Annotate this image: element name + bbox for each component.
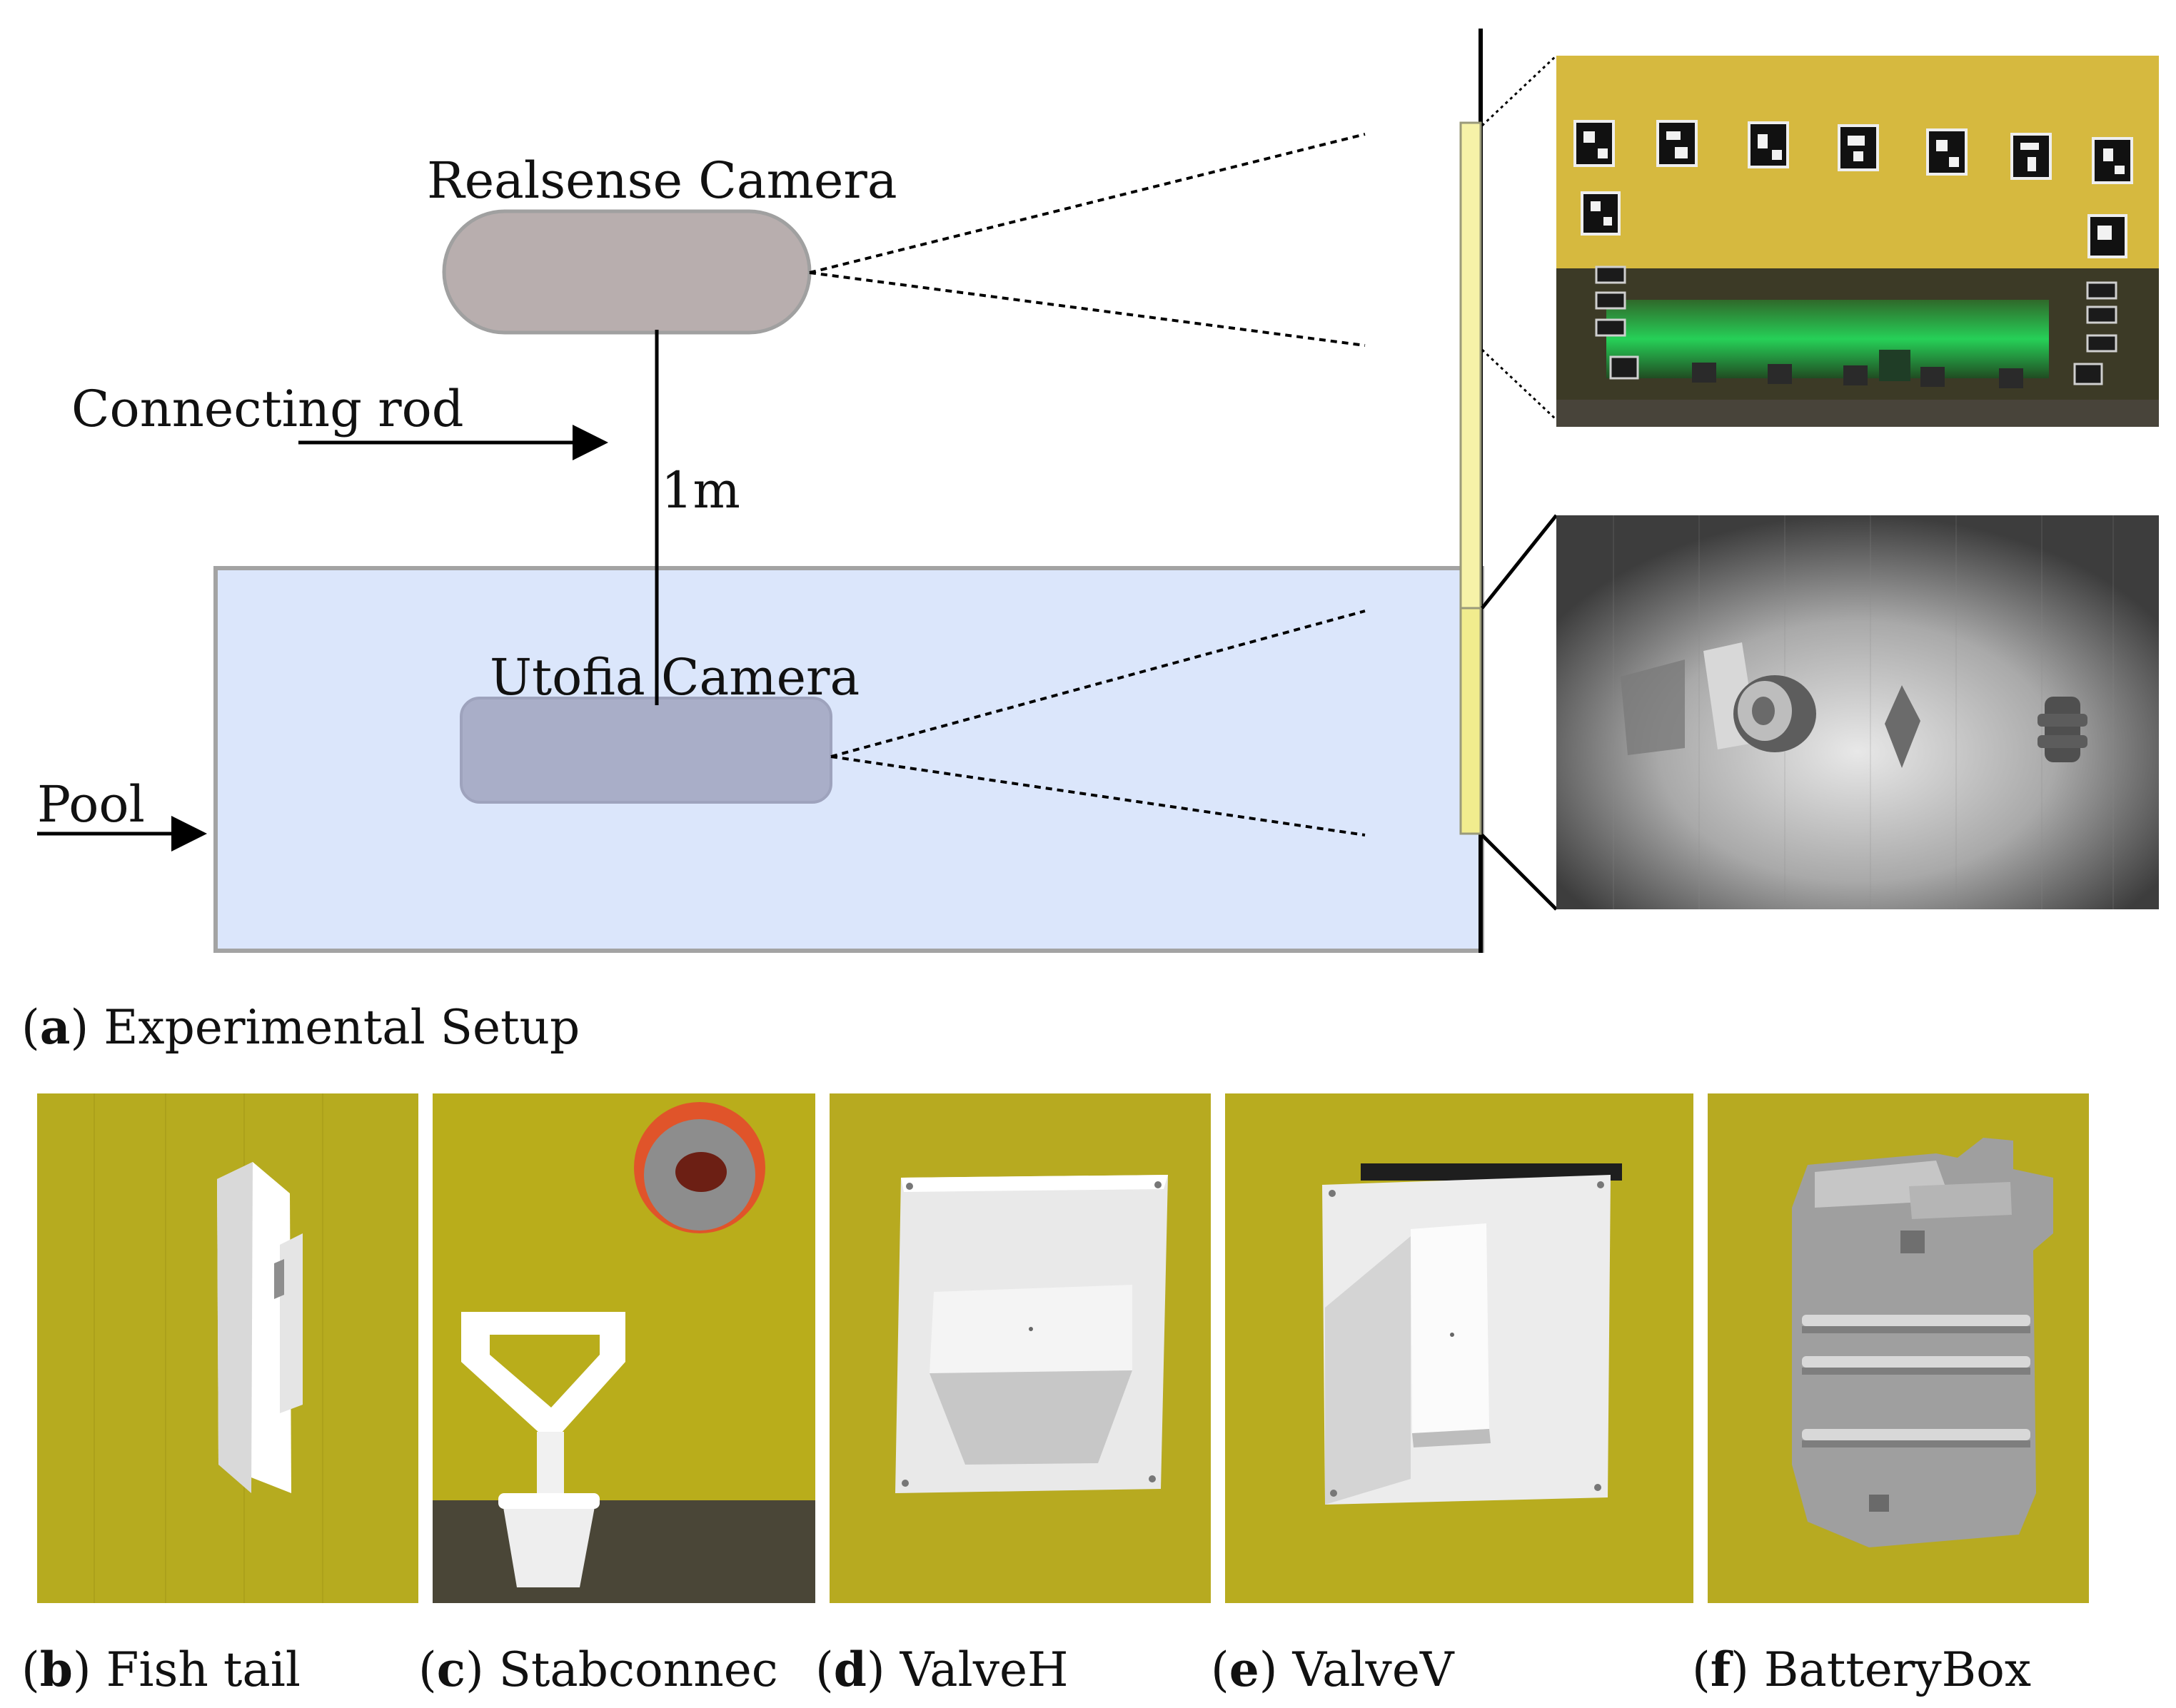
caption-a-letter: a — [39, 999, 71, 1055]
utofia-view-photo — [1556, 515, 2159, 909]
pool-tank — [213, 566, 1484, 953]
caption-b: (b) Fish tail — [21, 1642, 301, 1697]
distance-label: 1m — [661, 461, 740, 520]
caption-d-text: ValveH — [900, 1642, 1069, 1697]
caption-b-text: Fish tail — [106, 1642, 301, 1697]
photo-valveh — [830, 1093, 1211, 1603]
caption-b-letter: b — [39, 1642, 73, 1697]
zoom-line-lower-top — [1481, 514, 1558, 610]
caption-c: (c) Stabconnec — [418, 1642, 778, 1697]
caption-f-text: BatteryBox — [1763, 1642, 2032, 1697]
caption-d-letter: d — [833, 1642, 867, 1697]
utofia-fov-upper — [830, 610, 1366, 758]
caption-c-text: Stabconnec — [498, 1642, 778, 1697]
zoom-line-upper-bottom — [1481, 348, 1558, 421]
caption-d: (d) ValveH — [815, 1642, 1069, 1697]
zoom-line-upper-top — [1481, 54, 1558, 127]
photo-fish-tail — [37, 1093, 418, 1603]
photo-valvev — [1225, 1093, 1693, 1603]
utofia-camera-body — [460, 697, 832, 804]
realsense-view-photo — [1556, 56, 2159, 427]
connecting-rod-label: Connecting rod — [71, 380, 464, 438]
utofia-camera-label: Utofia Camera — [490, 648, 860, 707]
realsense-fov-lower — [809, 271, 1366, 347]
photo-batterybox — [1708, 1093, 2089, 1603]
caption-e: (e) ValveV — [1211, 1642, 1454, 1697]
realsense-camera-label: Realsense Camera — [427, 151, 897, 210]
setup-diagram — [37, 29, 2159, 953]
caption-c-letter: c — [436, 1642, 465, 1697]
realsense-fov-upper — [809, 133, 1366, 274]
zoom-line-lower-bottom — [1481, 834, 1558, 911]
utofia-fov-lower — [830, 755, 1366, 837]
caption-f: (f) BatteryBox — [1692, 1642, 2032, 1697]
target-screen-upper — [1459, 121, 1482, 610]
target-screen-lower — [1459, 607, 1482, 835]
caption-a-text: Experimental Setup — [104, 1000, 580, 1055]
realsense-camera-body — [442, 209, 812, 335]
caption-a: (a) Experimental Setup — [21, 999, 580, 1055]
photo-stabconnec — [433, 1093, 815, 1603]
pool-label: Pool — [37, 775, 145, 834]
caption-f-letter: f — [1710, 1642, 1731, 1697]
caption-e-letter: e — [1229, 1642, 1259, 1697]
caption-e-text: ValveV — [1292, 1642, 1454, 1697]
